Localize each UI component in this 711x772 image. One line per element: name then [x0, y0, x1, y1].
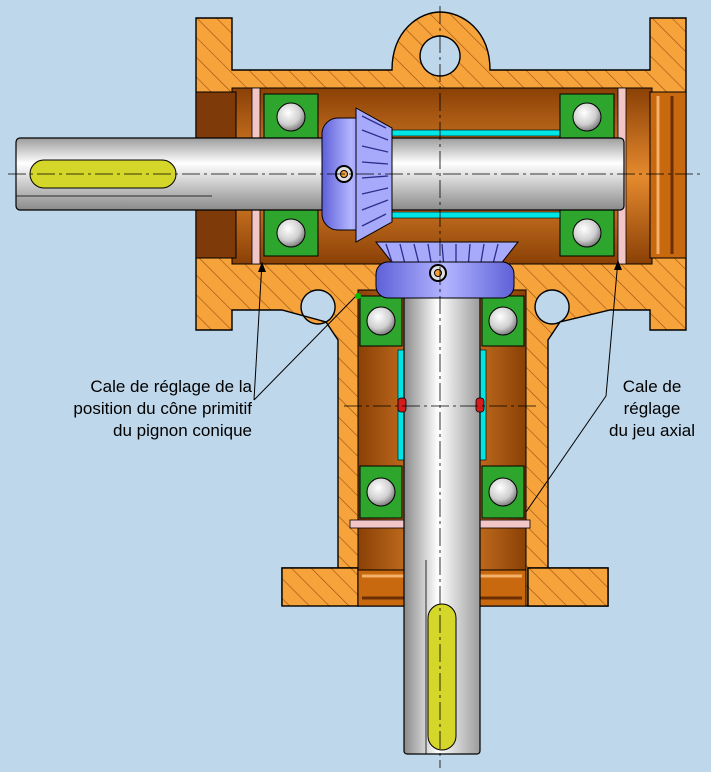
bearing-right-bottom	[559, 209, 615, 257]
leader-dot	[355, 293, 361, 299]
bearing-vertical-upper-right	[481, 295, 525, 347]
bearing-vertical-lower-left	[359, 465, 403, 519]
leader-arrowhead	[614, 260, 622, 270]
centerlines	[8, 6, 704, 768]
bearing-left-top	[263, 93, 319, 141]
bearing-vertical-upper-left	[359, 295, 403, 347]
label-axial-shim-line1: Cale de	[623, 377, 682, 396]
bevel-pinion-horizontal	[321, 107, 393, 243]
bearing-left-bottom	[263, 209, 319, 257]
bearing-right-top	[559, 93, 615, 141]
label-pinion-shim-line3: du pignon conique	[113, 421, 252, 440]
label-pinion-shim-line1: Cale de réglage de la	[90, 377, 252, 396]
vertical-shaft	[403, 283, 481, 755]
leader-arrowhead	[258, 262, 266, 272]
label-axial-shim-line2: réglage	[624, 399, 681, 418]
locking-pins	[397, 397, 485, 413]
bearing-vertical-lower-right	[481, 465, 525, 519]
label-axial-shim-line3: du jeu axial	[609, 421, 695, 440]
label-pinion-shim-line2: position du cône primitif	[73, 399, 252, 418]
bevel-gear-vertical	[374, 241, 520, 299]
leader-lines	[253, 259, 619, 513]
